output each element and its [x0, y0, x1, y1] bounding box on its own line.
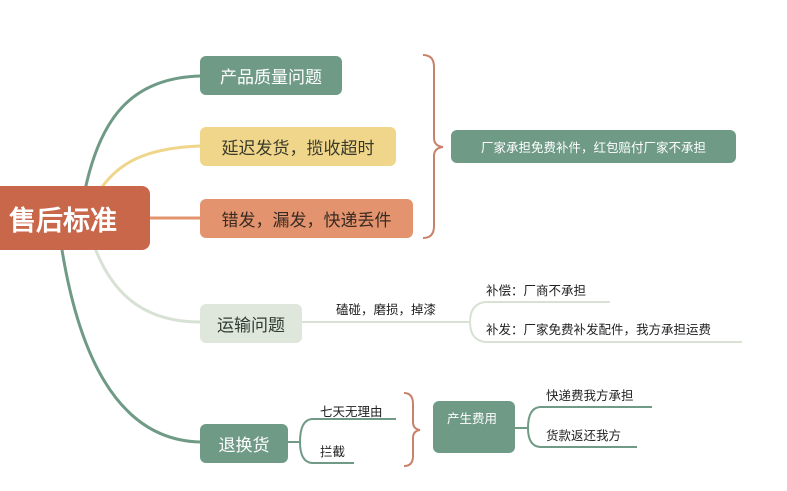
cost-shipping: 快递费我方承担 [546, 388, 634, 403]
returns-reason-intercept: 拦截 [320, 444, 346, 459]
transport-outcome-compensation: 补偿：厂商不承担 [486, 283, 587, 298]
cost-refund: 货款返还我方 [546, 428, 622, 443]
branch-label: 退换货 [218, 436, 270, 456]
branch-product-quality: 产品质量问题 [200, 56, 342, 95]
branch-label: 错发，漏发，快递丢件 [221, 211, 392, 231]
shared-result-node: 厂家承担免费补件，红包赔付厂家不承担 [451, 130, 736, 163]
connector-transport-split [469, 301, 742, 343]
transport-outcome-reship: 补发：厂家免费补发配件，我方承担运费 [486, 322, 712, 337]
root-label: 售后标准 [9, 205, 117, 237]
connector-delay [98, 144, 201, 191]
returns-reason-seven-days: 七天无理由 [320, 404, 383, 419]
connector-product-quality [83, 74, 201, 191]
transport-cause: 磕碰，磨损，掉漆 [336, 302, 437, 317]
connector-returns [60, 249, 201, 444]
connector-cost-split [514, 406, 652, 448]
branch-returns: 退换货 [200, 424, 288, 463]
branch-delay: 延迟发货，揽收超时 [200, 127, 396, 166]
branch-label: 运输问题 [217, 316, 285, 336]
root-node: 售后标准 [0, 186, 150, 250]
branch-label: 产品质量问题 [220, 68, 322, 88]
connector-returns-split [288, 418, 396, 464]
connector-transport [93, 247, 201, 324]
shared-result-label: 厂家承担免费补件，红包赔付厂家不承担 [480, 140, 706, 155]
branch-transport: 运输问题 [200, 304, 302, 343]
cost-node: 产生费用 [433, 401, 515, 453]
branch-wrong-shipment: 错发，漏发，快递丢件 [200, 199, 413, 238]
bracket-shared [422, 54, 444, 239]
bracket-returns [403, 392, 421, 467]
branch-label: 延迟发货，揽收超时 [221, 139, 375, 159]
cost-node-label: 产生费用 [447, 411, 498, 426]
